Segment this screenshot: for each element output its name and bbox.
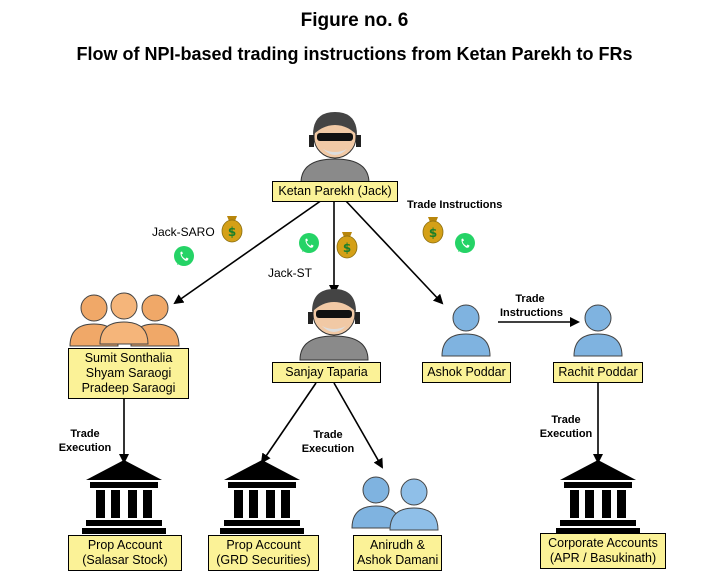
node-prop-grd: Prop Account (GRD Securities) [208,535,319,571]
node-label: Prop Account [87,538,163,552]
label-trade-instructions-top: Trade Instructions [407,199,503,211]
whatsapp-icon [299,233,319,253]
figure-title: Flow of NPI-based trading instructions f… [76,44,633,64]
node-label: Sanjay Taparia [285,365,368,379]
label-trade-execution-mid: Trade Execution [301,429,355,455]
money-bag-icon [221,215,243,243]
arrow-ketan-to-frs [173,199,323,305]
person-icon [441,304,491,357]
node-sanjay-taparia: Sanjay Taparia [272,362,381,383]
whatsapp-icon [455,233,475,253]
label-trade-execution-left: Trade Execution [58,428,112,454]
person-icon [389,478,439,531]
whatsapp-icon [174,246,194,266]
bank-icon [82,460,166,534]
node-label: Ashok Poddar [427,365,506,379]
arrow-sanjay-to-grd [260,382,317,464]
money-bag-icon [422,216,444,244]
node-ketan-parekh: Ketan Parekh (Jack) [272,181,398,202]
bank-icon [220,460,304,534]
person-icon [573,304,623,357]
node-label: Sumit Sonthalia [84,351,173,365]
node-label: Ashok Damani [357,553,439,567]
node-frs: Sumit Sonthalia Shyam Saraogi Pradeep Sa… [68,348,189,399]
node-label: Ketan Parekh (Jack) [278,184,392,198]
node-anirudh-ashok-damani: Anirudh & Ashok Damani [353,535,442,571]
node-label: Pradeep Saraogi [81,381,176,395]
node-prop-salasar: Prop Account (Salasar Stock) [68,535,182,571]
node-label: Rachit Poddar [558,365,638,379]
person-icon [99,292,149,345]
node-ashok-poddar: Ashok Poddar [422,362,511,383]
arrow-sanjay-to-anirudh [333,382,383,469]
node-label: (APR / Basukinath) [549,551,657,565]
node-label: (Salasar Stock) [82,553,168,567]
node-label: Prop Account [226,538,301,552]
arrow-ketan-to-ashok [344,199,444,305]
label-trade-instructions-mid: Trade Instructions [500,293,563,319]
node-label: Anirudh & [370,538,425,552]
figure-number: Figure no. 6 [300,10,409,31]
connector-lines [119,199,603,469]
node-label: (GRD Securities) [216,553,311,567]
node-corporate-accounts: Corporate Accounts (APR / Basukinath) [540,533,666,569]
label-jack-st: Jack-ST [268,266,313,280]
hacker-icon [300,112,370,184]
money-bag-icon [336,231,358,259]
label-trade-execution-right: Trade Execution [539,414,593,440]
node-label: Corporate Accounts [548,536,658,550]
node-label: Shyam Saraogi [85,366,172,380]
label-jack-saro: Jack-SARO [152,225,215,239]
bank-icon [556,460,640,534]
node-rachit-poddar: Rachit Poddar [553,362,643,383]
hacker-icon [299,289,369,361]
